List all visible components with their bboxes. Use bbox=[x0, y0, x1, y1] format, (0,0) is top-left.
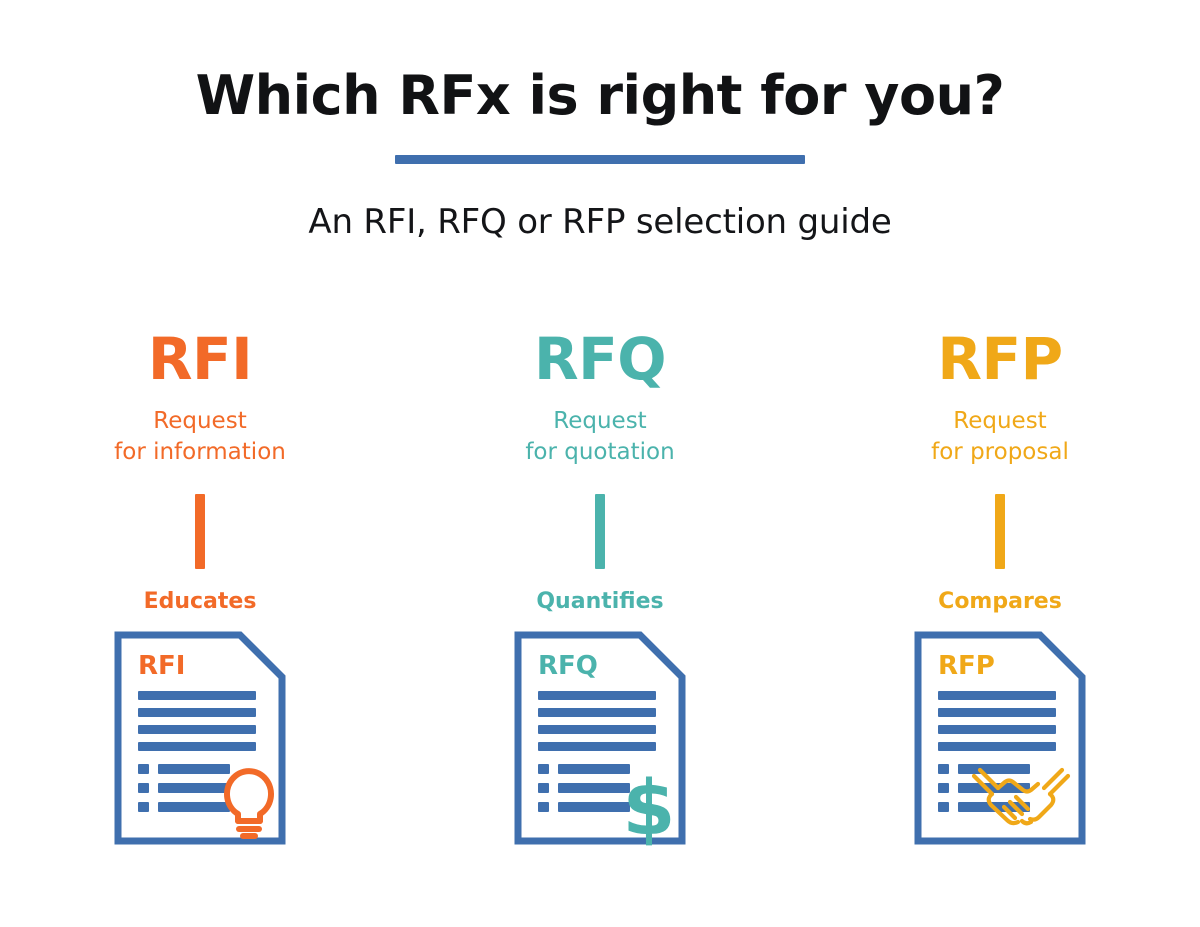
infographic-header: Which RFx is right for you? An RFI, RFQ … bbox=[0, 0, 1200, 243]
document-bullet-lines bbox=[538, 764, 630, 813]
connector-bar-rfi bbox=[195, 494, 205, 570]
document-card-rfi: RFI bbox=[112, 629, 288, 847]
document-bullet-lines bbox=[138, 764, 230, 813]
column-rfp: RFP Request for proposal Compares RFP bbox=[800, 330, 1200, 847]
acronym-rfi: RFI bbox=[147, 325, 253, 393]
verb-rfq: Quantifies bbox=[536, 589, 664, 615]
expansion-line-2: for quotation bbox=[525, 439, 675, 466]
expansion-rfp: Request for proposal bbox=[931, 388, 1069, 468]
acronym-rfp: RFP bbox=[937, 325, 1063, 393]
verb-rfp: Compares bbox=[938, 589, 1062, 615]
column-rfi: RFI Request for information Educates RFI bbox=[0, 330, 400, 847]
document-label-rfi: RFI bbox=[138, 651, 185, 681]
document-card-rfp: RFP bbox=[912, 629, 1088, 847]
expansion-rfi: Request for information bbox=[114, 388, 286, 468]
lightbulb-icon bbox=[224, 768, 274, 840]
document-label-rfp: RFP bbox=[938, 651, 995, 681]
verb-rfi: Educates bbox=[143, 589, 257, 615]
expansion-line-1: Request bbox=[153, 408, 247, 434]
handshake-icon bbox=[971, 767, 1071, 826]
column-rfq: RFQ Request for quotation Quantifies RFQ bbox=[400, 330, 800, 847]
acronym-rfq: RFQ bbox=[533, 325, 667, 393]
document-card-rfq: RFQ $ bbox=[512, 629, 688, 847]
expansion-line-2: for information bbox=[114, 439, 286, 466]
expansion-line-1: Request bbox=[953, 408, 1047, 434]
rfx-columns: RFI Request for information Educates RFI bbox=[0, 330, 1200, 847]
document-body-lines bbox=[538, 691, 656, 752]
connector-bar-rfq bbox=[595, 494, 605, 570]
expansion-line-1: Request bbox=[553, 408, 647, 434]
page-title: Which RFx is right for you? bbox=[195, 64, 1005, 127]
expansion-rfq: Request for quotation bbox=[525, 388, 674, 468]
expansion-line-2: for proposal bbox=[931, 439, 1069, 466]
title-divider-rule bbox=[395, 155, 805, 165]
document-label-rfq: RFQ bbox=[538, 651, 598, 681]
document-body-lines bbox=[138, 691, 256, 752]
connector-bar-rfp bbox=[995, 494, 1005, 570]
dollar-sign-icon: $ bbox=[623, 763, 676, 847]
page-subtitle: An RFI, RFQ or RFP selection guide bbox=[308, 202, 892, 243]
document-body-lines bbox=[938, 691, 1056, 752]
